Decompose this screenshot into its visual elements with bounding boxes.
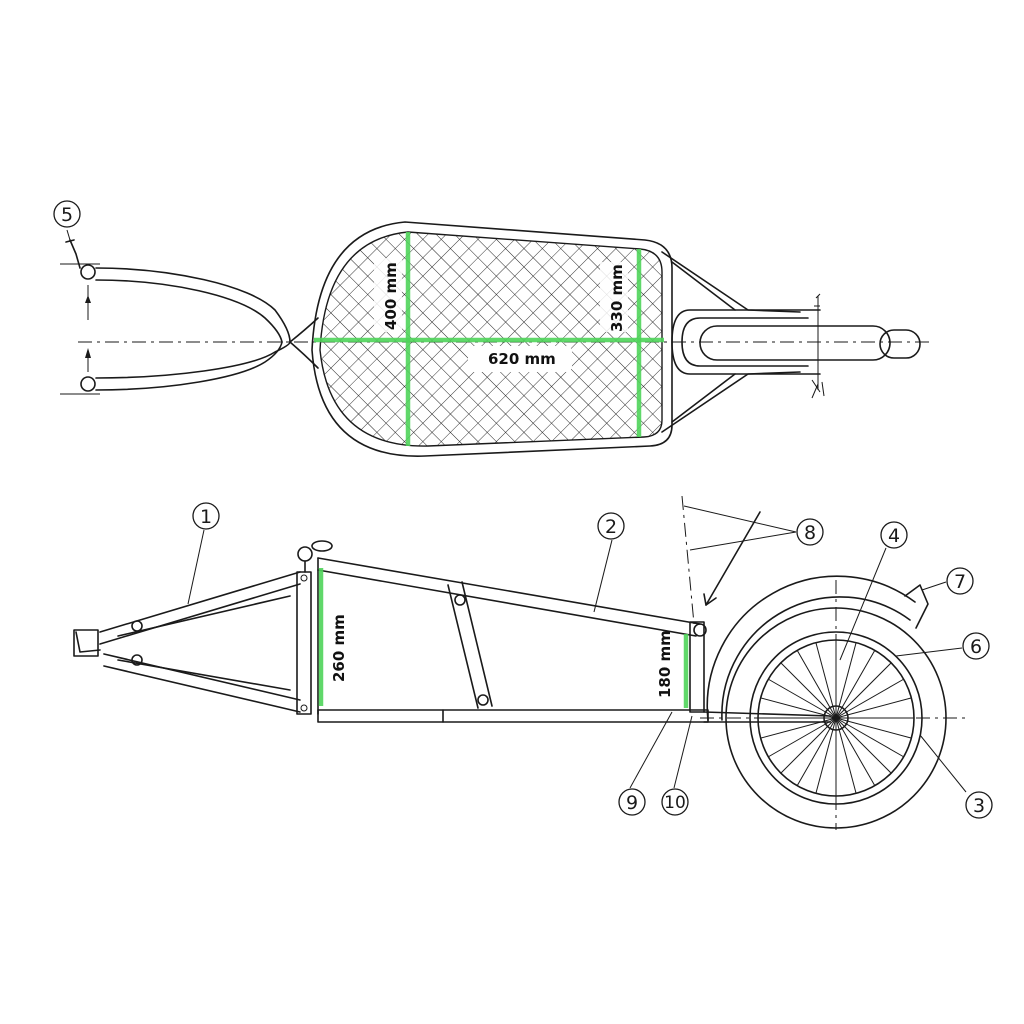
svg-text:10: 10 (664, 793, 686, 813)
svg-text:5: 5 (61, 204, 73, 226)
fender (706, 575, 929, 721)
svg-text:1: 1 (200, 506, 212, 528)
callout-2: 2 (597, 512, 625, 540)
callout-3: 3 (965, 791, 993, 819)
svg-text:8: 8 (804, 522, 816, 544)
wheel-side (700, 580, 970, 830)
callout-leaders (66, 229, 967, 793)
top-view: 400 mm 330 mm 620 mm (60, 221, 930, 457)
svg-text:7: 7 (954, 571, 966, 593)
dim-rear-width: 330 mm (608, 264, 626, 332)
dim-length: 620 mm (488, 350, 556, 368)
callout-9: 9 (618, 788, 646, 816)
side-view: 260 mm 180 mm (73, 495, 970, 830)
side-frame (317, 557, 709, 723)
dim-rear-height: 180 mm (656, 630, 674, 698)
callout-1: 1 (192, 502, 220, 530)
svg-text:2: 2 (605, 516, 617, 538)
dim-front-height: 260 mm (330, 614, 348, 682)
callout-7: 7 (946, 567, 974, 595)
front-post (296, 540, 333, 715)
callout-4: 4 (880, 521, 908, 549)
callout-10: 10 (661, 788, 689, 816)
side-dimension-lines (318, 568, 689, 708)
flag-pole (681, 495, 761, 625)
svg-text:6: 6 (970, 636, 982, 658)
svg-text:9: 9 (626, 792, 638, 814)
top-drawbar (95, 267, 319, 391)
cargo-tub-outer (311, 221, 673, 457)
side-drawbar (73, 571, 301, 713)
callout-5: 5 (53, 200, 81, 228)
dim-front-width: 400 mm (382, 262, 400, 330)
callout-6: 6 (962, 632, 990, 660)
hitch-coupling-top (60, 239, 100, 395)
svg-text:4: 4 (888, 525, 900, 547)
callout-8: 8 (796, 518, 824, 546)
svg-text:3: 3 (973, 795, 985, 817)
wheel-top-view (671, 293, 921, 399)
top-dimension-lines (314, 232, 664, 446)
